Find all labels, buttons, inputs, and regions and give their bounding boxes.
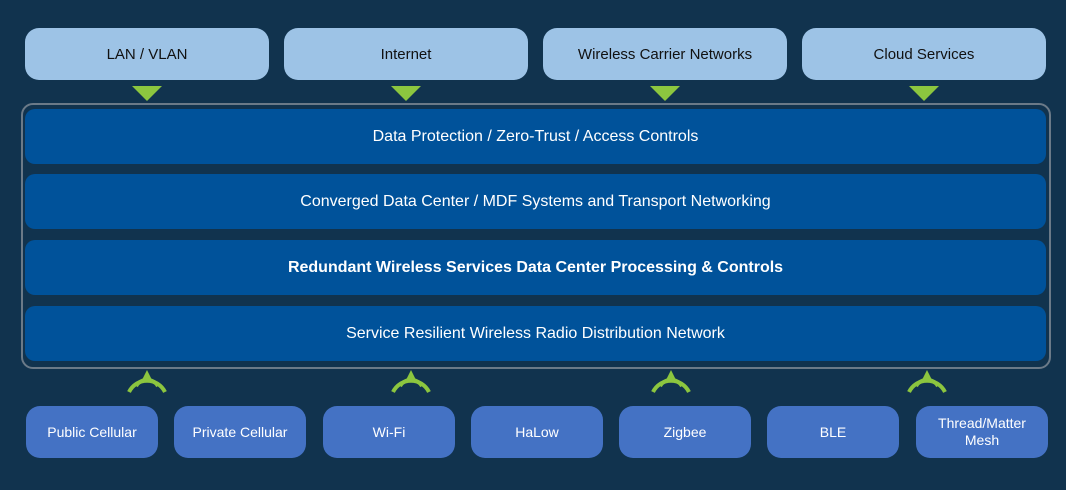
endpoint-private-cellular: Private Cellular [174,406,306,458]
endpoint-thread-matter-mesh: Thread/Matter Mesh [916,406,1048,458]
layer-stack-frame [21,103,1051,369]
wireless-signal-icon [651,370,691,393]
layer-radio-distribution: Service Resilient Wireless Radio Distrib… [25,306,1046,361]
source-box-lan-vlan: LAN / VLAN [25,28,269,80]
endpoint-halow: HaLow [471,406,603,458]
layer-redundant-wireless-services: Redundant Wireless Services Data Center … [25,240,1046,295]
source-box-cloud-services: Cloud Services [802,28,1046,80]
down-arrow-icon [650,86,680,101]
endpoint-ble: BLE [767,406,899,458]
down-arrow-icon [391,86,421,101]
wireless-signal-icon [127,370,167,393]
endpoint-public-cellular: Public Cellular [26,406,158,458]
source-box-internet: Internet [284,28,528,80]
down-arrow-icon [132,86,162,101]
endpoint-zigbee: Zigbee [619,406,751,458]
layer-converged-data-center: Converged Data Center / MDF Systems and … [25,174,1046,229]
layer-data-protection: Data Protection / Zero-Trust / Access Co… [25,109,1046,164]
source-box-wireless-carrier: Wireless Carrier Networks [543,28,787,80]
wireless-signal-icon [391,370,431,393]
wireless-signal-icon [907,370,947,393]
endpoint-wifi: Wi-Fi [323,406,455,458]
down-arrow-icon [909,86,939,101]
